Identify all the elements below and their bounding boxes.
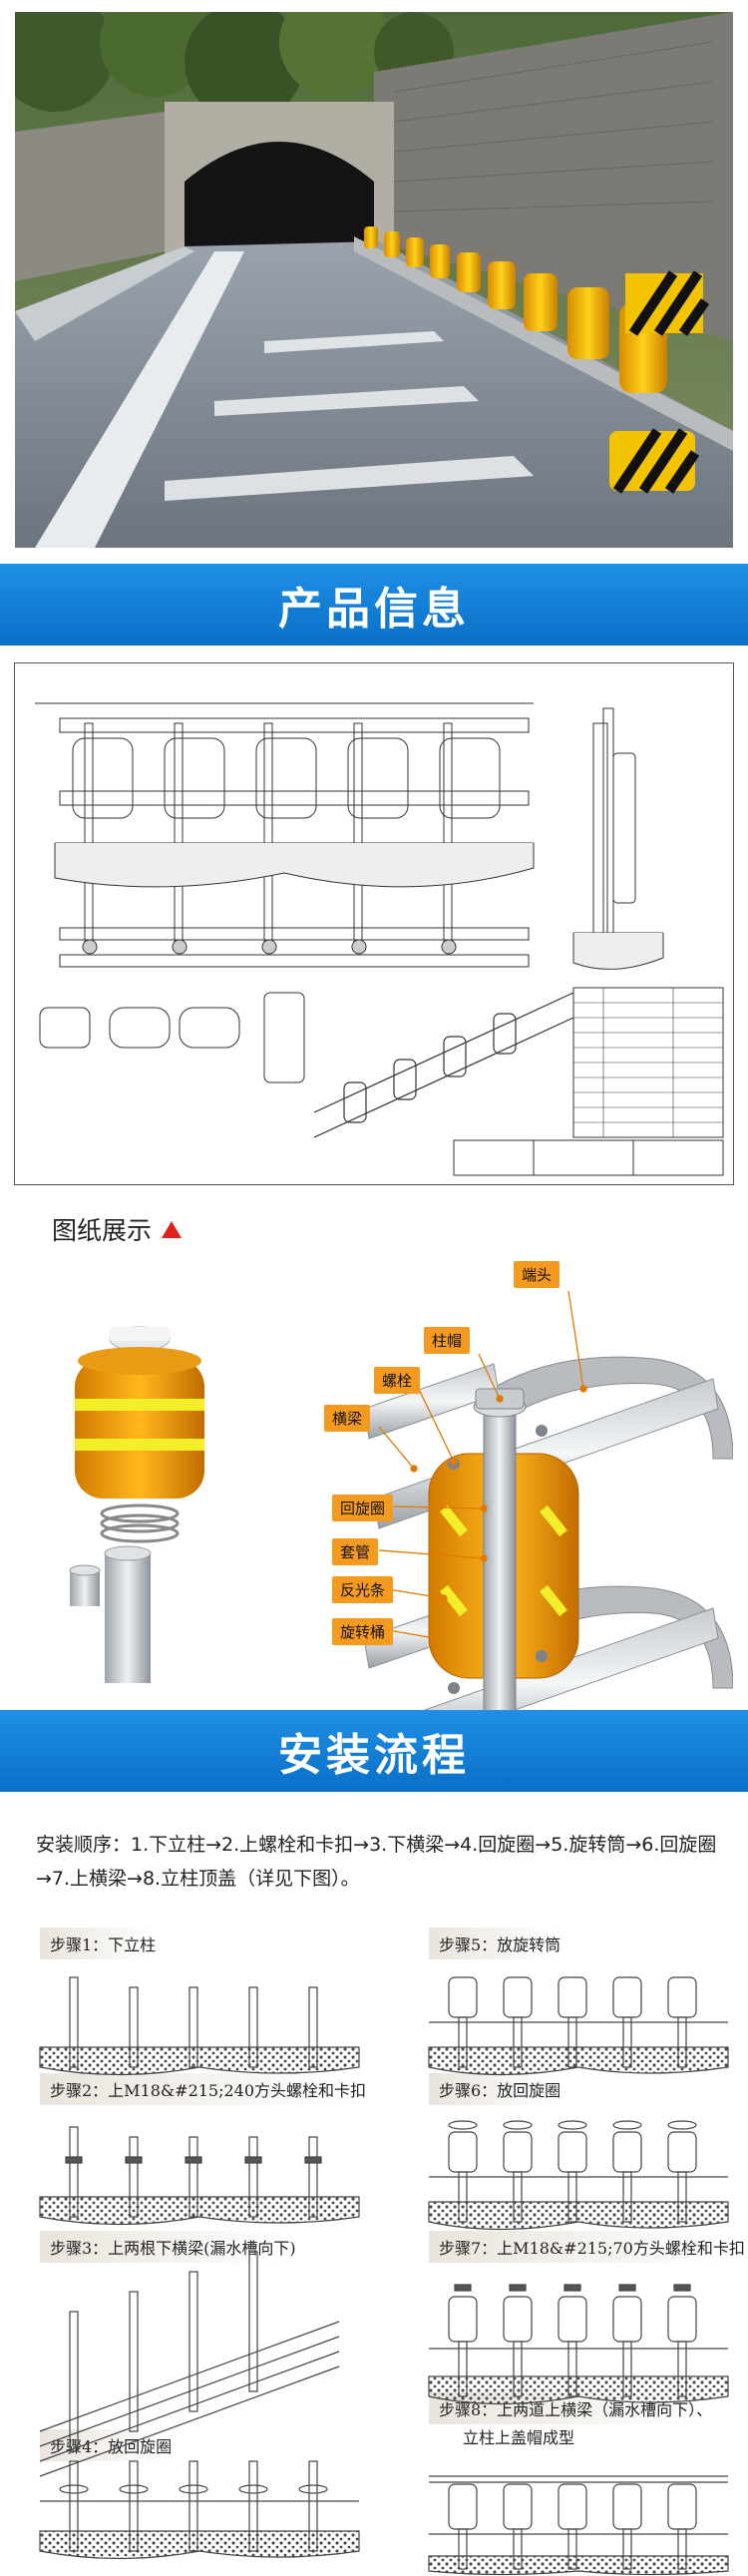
part-label-rotating-barrel: 旋转桶: [332, 1618, 394, 1645]
step-3-title: 步骤3：上两根下横梁(漏水槽向下): [40, 2231, 306, 2263]
step-6-title: 步骤6：放回旋圈: [429, 2073, 571, 2105]
part-label-sleeve: 套管: [332, 1538, 379, 1565]
parts-diagram: 端头 柱帽 螺栓 横梁 回旋圈 套管 反光条 旋转桶: [15, 1259, 734, 1759]
step-1-title: 步骤1：下立柱: [40, 1928, 167, 1959]
hero-photo: [15, 12, 733, 548]
step-illustrations: [39, 1976, 729, 2576]
engineering-drawing: [14, 662, 734, 1185]
technical-drawing-illustration: [35, 702, 724, 1176]
part-label-bolt: 螺栓: [374, 1367, 421, 1394]
part-label-end-cap: 端头: [514, 1261, 561, 1288]
section-title: 产品信息: [278, 584, 470, 635]
part-label-post-cap: 柱帽: [424, 1327, 471, 1354]
red-triangle-icon: [162, 1220, 183, 1238]
step-8-title-line2: 立柱上盖帽成型: [463, 2428, 575, 2447]
step-2-title: 步骤2：上M18&#215;240方头螺栓和卡扣: [40, 2073, 377, 2105]
section-banner-install-flow: 安装流程: [0, 1710, 748, 1792]
section-banner-product-info: 产品信息: [0, 564, 748, 645]
install-order-text: 安装顺序：1.下立柱→2.上螺栓和卡扣→3.下横梁→4.回旋圈→5.旋转筒→6.…: [36, 1834, 717, 1890]
parts-exploded-illustration: [69, 1290, 734, 1759]
step-7-title: 步骤7：上M18&#215;70方头螺栓和卡扣: [429, 2231, 748, 2263]
part-label-beam: 横梁: [324, 1405, 371, 1432]
drawing-show-title: 图纸展示: [52, 1216, 153, 1245]
part-label-rotating-ring: 回旋圈: [332, 1495, 394, 1521]
step-5-title: 步骤5：放旋转筒: [429, 1928, 571, 1959]
tunnel-road-illustration: [15, 12, 733, 548]
drawing-show-heading: 图纸展示: [52, 1212, 183, 1246]
section-title: 安装流程: [278, 1730, 470, 1781]
part-label-reflective-strip: 反光条: [332, 1576, 394, 1603]
